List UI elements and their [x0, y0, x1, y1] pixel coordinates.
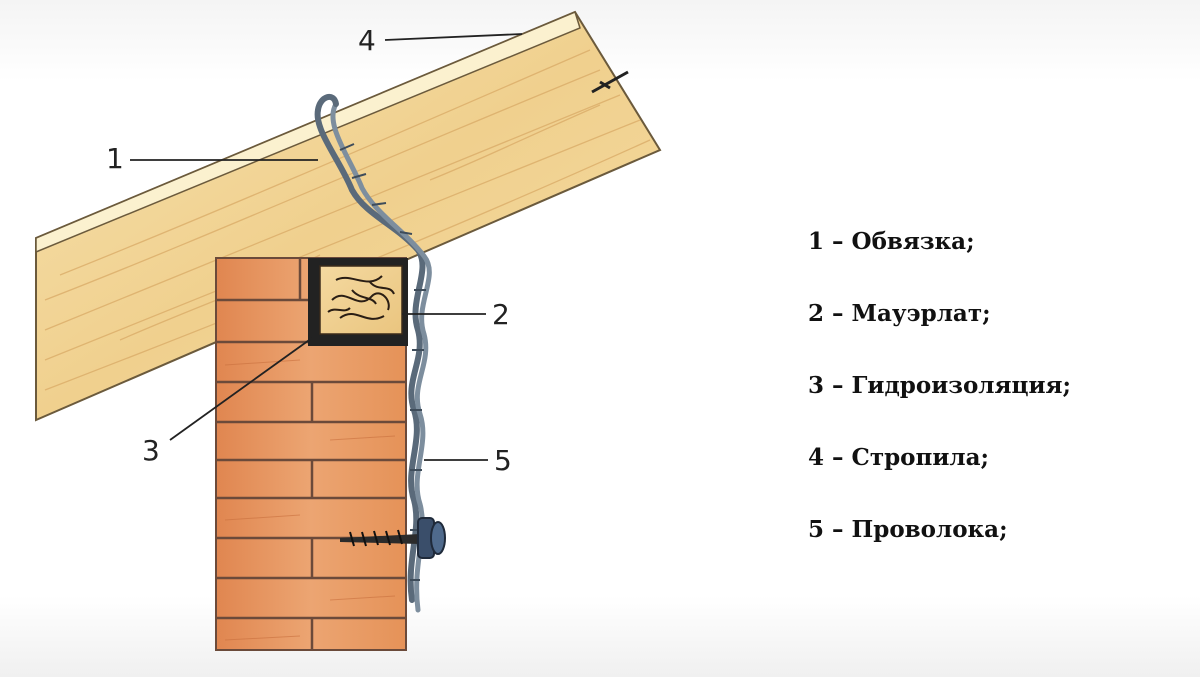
anchor-bolt-thread [349, 529, 403, 547]
leader-line-4 [384, 33, 523, 41]
wire-twist-marks [339, 143, 426, 581]
legend-separator-4: – [824, 444, 852, 471]
callout-number-4: 4 [358, 24, 376, 57]
legend-separator-1: – [824, 228, 852, 255]
leader-lines [130, 33, 523, 461]
legend-item-4: 4 – Стропила; [808, 436, 1188, 508]
anchor-bracket-head [430, 521, 446, 555]
wire-strand-b [330, 101, 432, 613]
legend-number-2: 2 [808, 300, 825, 327]
legend-item-3: 3 – Гидроизоляция; [808, 364, 1188, 436]
rafter-wood-grain [44, 49, 651, 391]
legend-label-1: Обвязка; [851, 228, 975, 255]
wire-loop [315, 93, 339, 113]
legend-label-3: Гидроизоляция; [851, 372, 1072, 399]
legend-number-5: 5 [808, 516, 825, 543]
legend-item-2: 2 – Мауэрлат; [808, 292, 1188, 364]
brick-mortar-joints [216, 258, 406, 650]
legend-number-3: 3 [808, 372, 825, 399]
rafter-top-edge [35, 10, 581, 254]
legend-label-2: Мауэрлат; [851, 300, 991, 327]
callout-number-1: 1 [106, 142, 124, 175]
legend: 1 – Обвязка; 2 – Мауэрлат; 3 – Гидроизол… [808, 220, 1188, 580]
legend-separator-3: – [824, 372, 852, 399]
legend-number-1: 1 [808, 228, 825, 255]
legend-separator-5: – [824, 516, 852, 543]
rafter-cut-mark [591, 70, 629, 94]
leader-line-3 [169, 337, 313, 441]
rafter [35, 10, 662, 422]
wire [314, 93, 432, 613]
callout-number-2: 2 [492, 298, 510, 331]
brick-texture [224, 359, 396, 641]
legend-label-5: Проволока; [851, 516, 1008, 543]
legend-number-4: 4 [808, 444, 825, 471]
legend-separator-2: – [824, 300, 852, 327]
wall-plate [308, 258, 408, 346]
callout-number-3: 3 [142, 434, 160, 467]
anchor-bolt [340, 517, 446, 559]
legend-item-5: 5 – Проволока; [808, 508, 1188, 580]
legend-label-4: Стропила; [851, 444, 990, 471]
callout-number-5: 5 [494, 444, 512, 477]
wall-plate-end-grain [327, 275, 395, 320]
wire-strand-a [314, 107, 426, 603]
legend-item-1: 1 – Обвязка; [808, 220, 1188, 292]
